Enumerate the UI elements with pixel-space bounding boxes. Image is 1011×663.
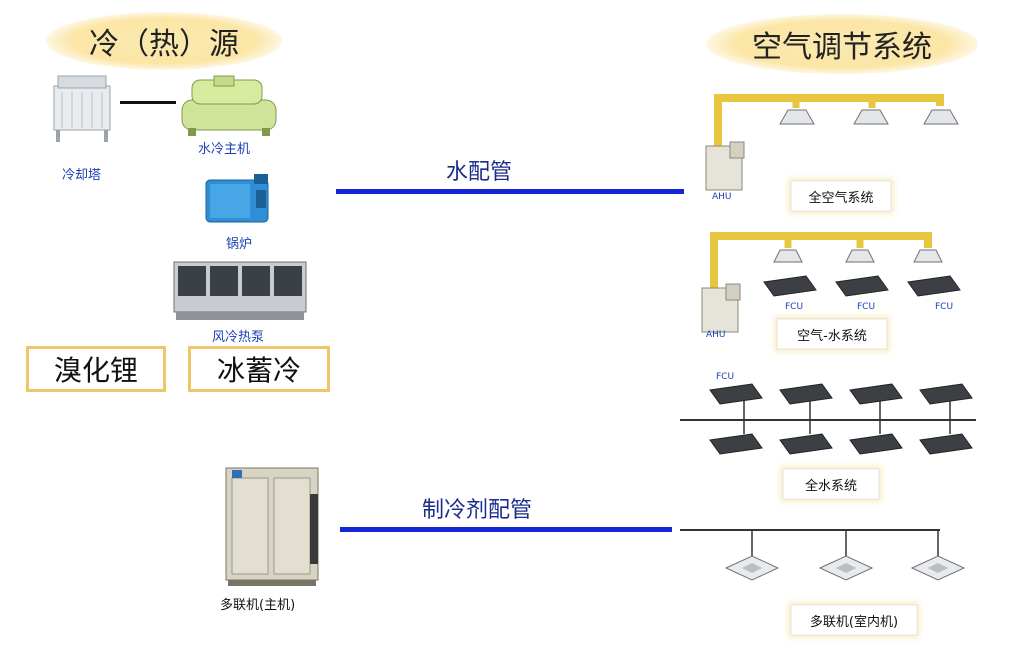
air-cooled-heat-pump-label: 风冷热泵 — [212, 330, 265, 345]
all-air-system-diagram — [705, 94, 959, 191]
ice-storage-box: 冰蓄冷 — [188, 346, 330, 392]
refrigerant-pipe-label: 制冷剂配管 — [422, 498, 533, 523]
water-pipe-line — [336, 189, 684, 194]
all-air-system-box: 全空气系统 — [790, 180, 892, 212]
ahu-label-1: AHU — [712, 192, 732, 202]
vrf-indoor-system-box: 多联机(室内机) — [790, 604, 918, 636]
all-water-system-box: 全水系统 — [782, 468, 880, 500]
boiler-icon — [205, 174, 269, 223]
air-cooled-heat-pump-icon — [173, 261, 307, 320]
cold-heat-source-heading: 冷（热）源 — [46, 12, 282, 70]
fcu-label-3: FCU — [935, 302, 954, 312]
ahu-label-2: AHU — [706, 330, 726, 340]
cooling-tower-label: 冷却塔 — [62, 168, 102, 183]
vrf-indoor-system-diagram — [680, 529, 966, 581]
vrf-outdoor-unit-label: 多联机(主机) — [220, 598, 296, 613]
refrigerant-pipe-line — [340, 527, 672, 532]
water-chiller-label: 水冷主机 — [198, 142, 251, 157]
cooling-tower-icon — [53, 75, 111, 142]
water-pipe-label: 水配管 — [446, 160, 513, 185]
water-chiller-icon — [181, 75, 277, 136]
lithium-bromide-box: 溴化锂 — [26, 346, 166, 392]
air-water-system-box: 空气-水系统 — [776, 318, 888, 350]
air-water-system-diagram — [701, 232, 961, 333]
fcu-label-4: FCU — [716, 372, 735, 382]
vrf-outdoor-unit-icon — [225, 467, 319, 586]
tower-chiller-connector — [120, 101, 176, 104]
fcu-label-1: FCU — [785, 302, 804, 312]
boiler-label: 锅炉 — [226, 237, 253, 252]
fcu-label-2: FCU — [857, 302, 876, 312]
air-conditioning-system-heading: 空气调节系统 — [706, 14, 978, 74]
all-water-system-diagram — [680, 383, 976, 455]
